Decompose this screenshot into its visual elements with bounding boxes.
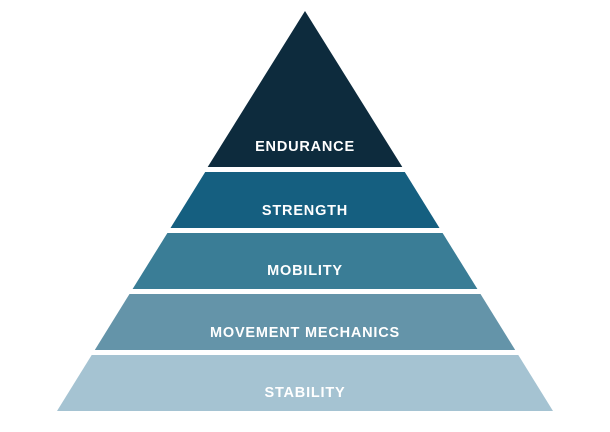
pyramid-level-stability-label: STABILITY xyxy=(264,385,345,401)
pyramid-level-strength xyxy=(170,172,440,228)
pyramid-level-mobility-label: MOBILITY xyxy=(267,263,343,279)
pyramid-level-endurance-label: ENDURANCE xyxy=(255,139,355,155)
pyramid-level-mobility xyxy=(132,233,478,289)
pyramid-level-movement-mechanics-label: MOVEMENT MECHANICS xyxy=(210,325,400,341)
pyramid-level-endurance xyxy=(207,11,403,167)
pyramid-level-movement-mechanics xyxy=(94,294,516,350)
pyramid-level-strength-label: STRENGTH xyxy=(262,203,348,219)
pyramid-level-stability xyxy=(57,355,553,411)
